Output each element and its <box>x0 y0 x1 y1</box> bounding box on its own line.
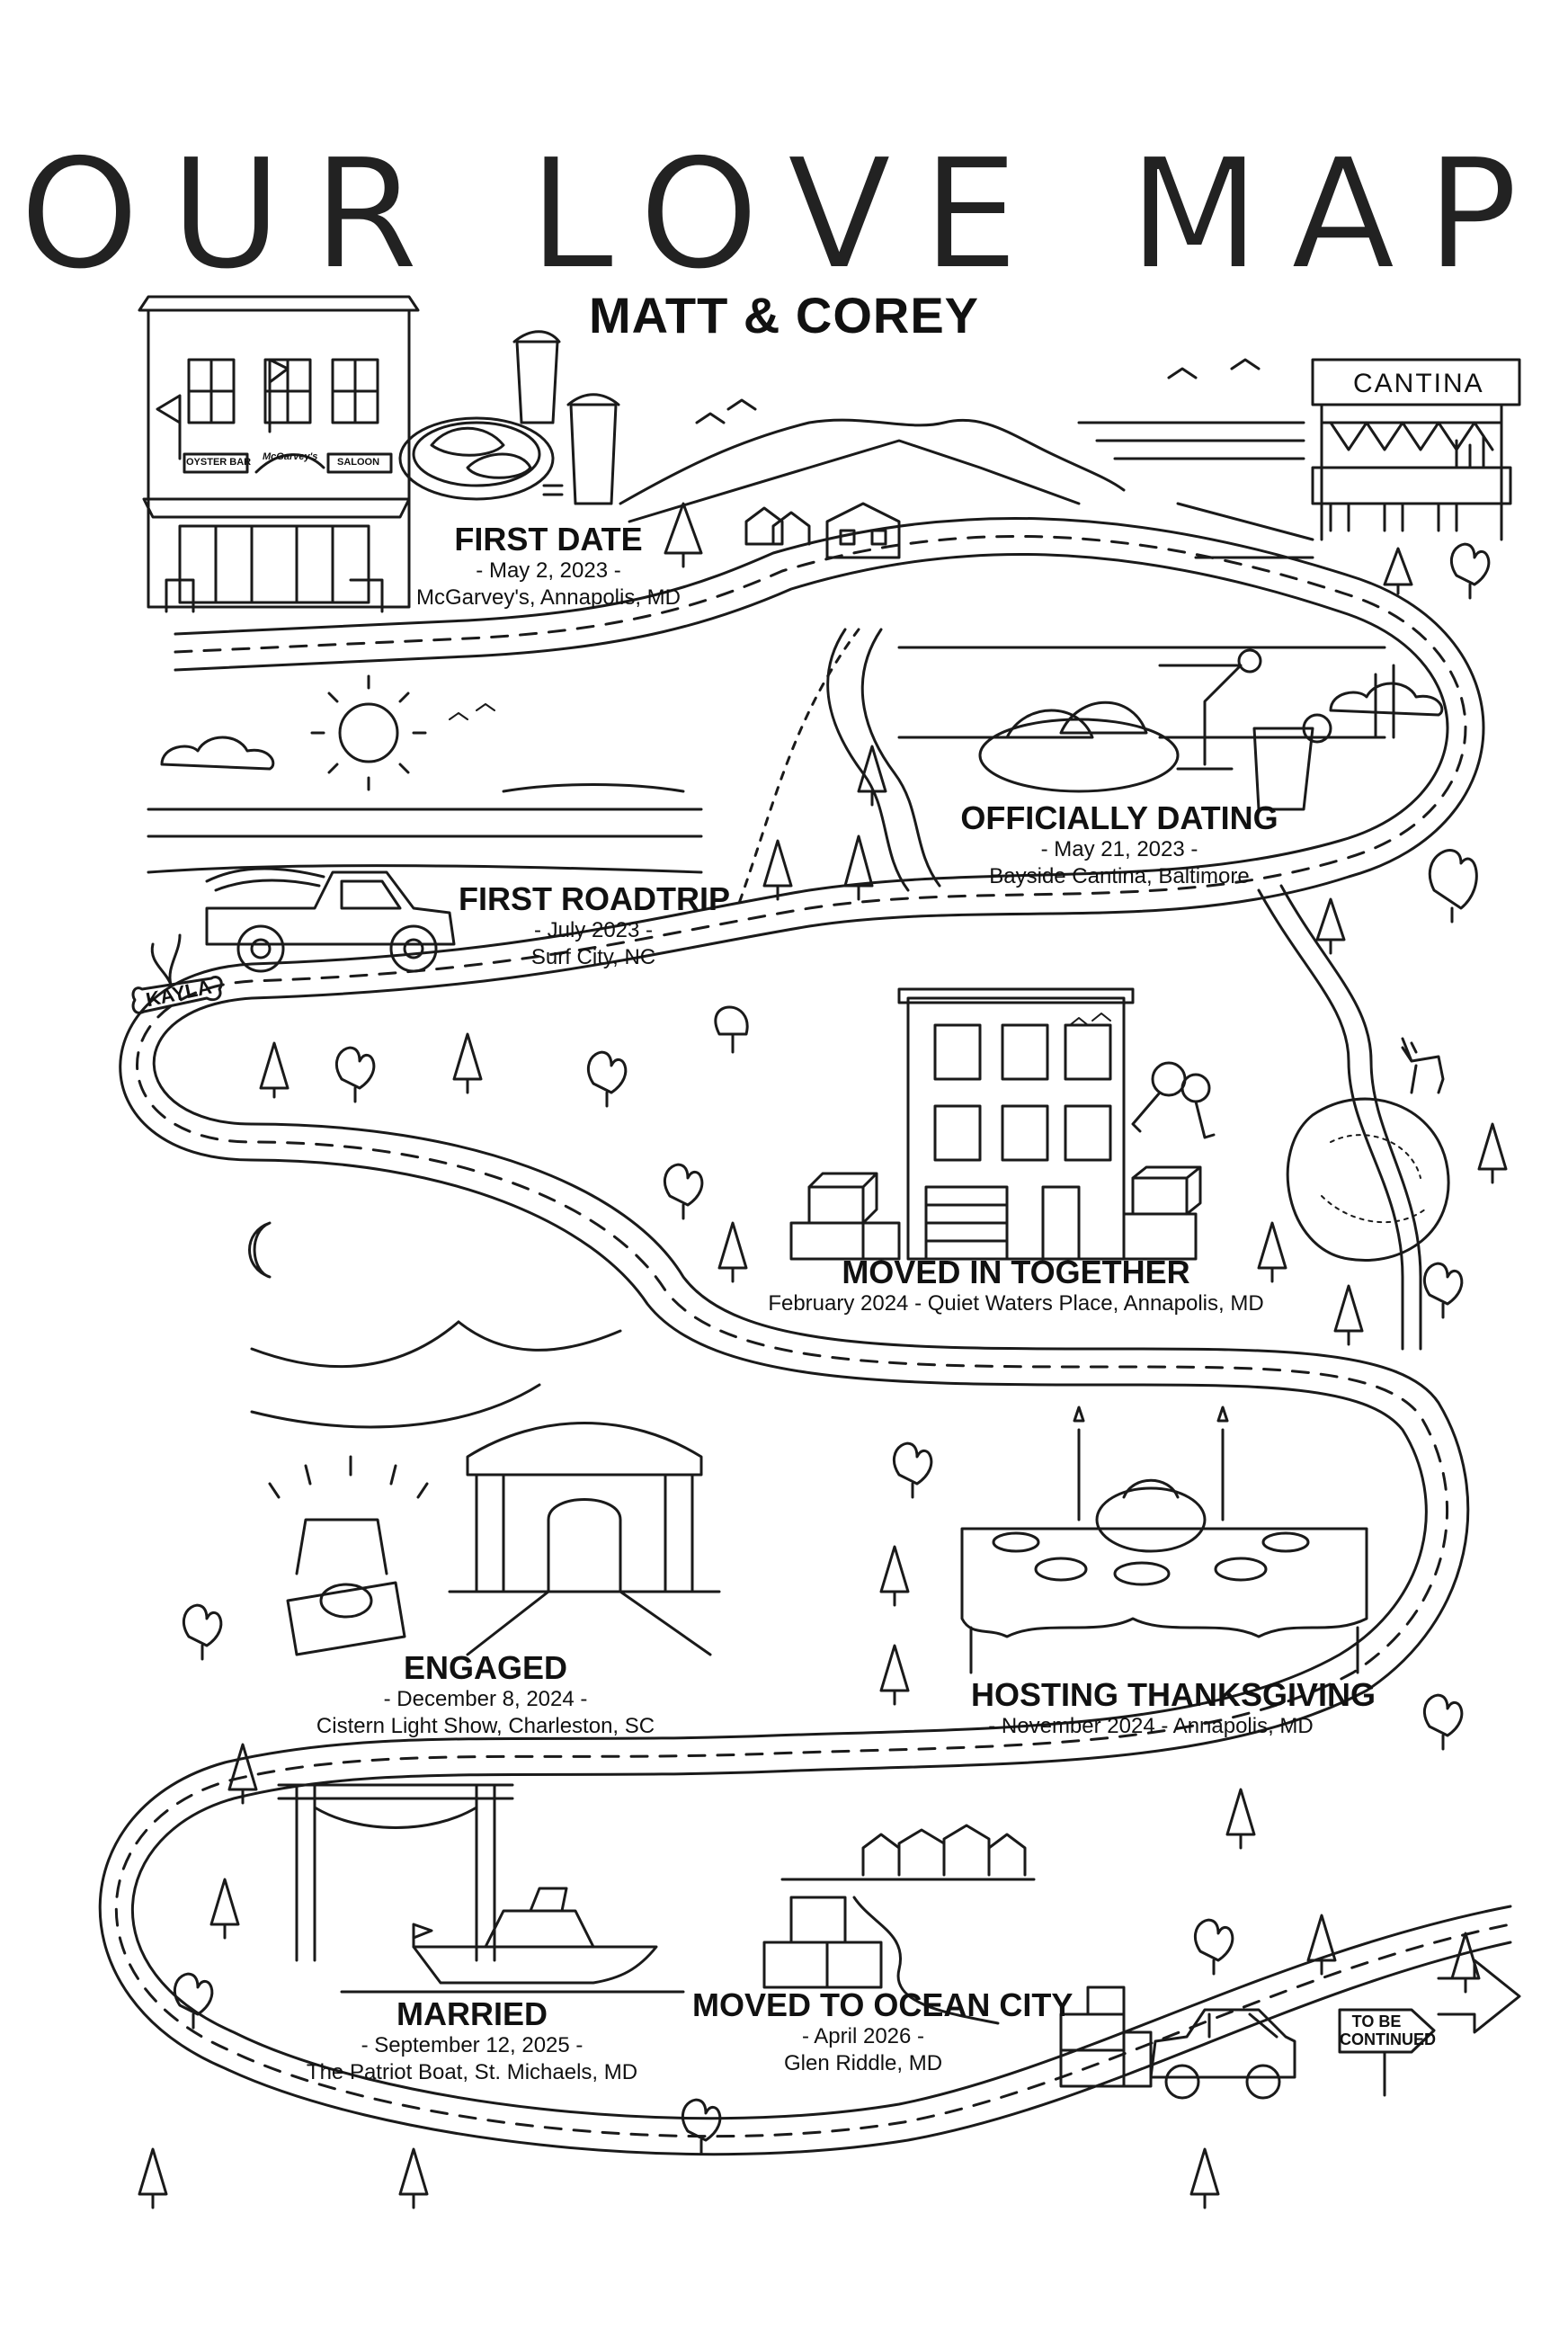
tacos-and-drinks-illustration <box>897 646 1395 811</box>
rotunda-illustration <box>448 1422 721 1656</box>
milestone-date: - September 12, 2025 - <box>361 2033 584 2057</box>
milestone-hosting-thanksgiving: HOSTING THANKSGIVING - November 2024 - A… <box>971 1676 1376 1740</box>
townhouse-illustration <box>897 987 1135 1261</box>
moon-icon <box>248 1221 272 1279</box>
milestone-heading: OFFICIALLY DATING <box>960 799 1278 836</box>
mountains-and-houses <box>619 358 1261 559</box>
milestone-place: Surf City, NC <box>530 945 656 969</box>
milestone-date: - May 2, 2023 - <box>476 558 621 583</box>
to-be-continued-sign: TO BE CONTINUED <box>1340 2012 1436 2048</box>
ocean-city-houses <box>780 1824 1036 2025</box>
cantina-illustration <box>1077 358 1521 559</box>
milestone-place: Glen Riddle, MD <box>783 2051 943 2075</box>
thanksgiving-table-illustration <box>960 1405 1368 1674</box>
ocean-city-boxes <box>762 1896 883 1989</box>
milestone-date: - December 8, 2024 - <box>383 1687 588 1711</box>
mcgarveys-sign: McGarvey's <box>263 451 318 462</box>
milestone-heading: FIRST DATE <box>454 521 643 558</box>
car-illustration <box>1149 2008 1296 2100</box>
milestone-heading: FIRST ROADTRIP <box>459 880 730 917</box>
milestone-date: - April 2026 - <box>801 2024 925 2048</box>
milestone-date: - July 2023 - <box>533 918 654 942</box>
beach-scene <box>147 783 703 874</box>
trees <box>138 502 1508 2209</box>
milestone-heading: MARRIED <box>396 1995 548 2032</box>
milestone-officially-dating: OFFICIALLY DATING - May 21, 2023 - Baysi… <box>940 800 1299 890</box>
clouds <box>160 682 1444 771</box>
milestone-moved-in-together: MOVED IN TOGETHER February 2024 - Quiet … <box>755 1254 1277 1317</box>
milestone-moved-to-ocean-city: MOVED TO OCEAN CITY - April 2026 - Glen … <box>692 1986 1074 2077</box>
mcgarveys-building-illustration <box>138 295 420 613</box>
deer-illustration <box>1401 1037 1445 1094</box>
dog-tag-illustration <box>131 933 223 1014</box>
milestone-place: Cistern Light Show, Charleston, SC <box>316 1714 655 1738</box>
milestone-place: McGarvey's, Annapolis, MD <box>415 585 681 610</box>
food-and-beer-illustration <box>398 330 620 505</box>
sun-illustration <box>310 674 427 791</box>
moving-boxes-right <box>1122 1165 1202 1261</box>
keys-illustration <box>1131 1061 1216 1139</box>
pickup-truck-illustration <box>205 867 456 973</box>
milestone-first-roadtrip: FIRST ROADTRIP - July 2023 - Surf City, … <box>459 880 730 971</box>
birds <box>449 703 1111 1026</box>
oyster-bar-sign: OYSTER BAR <box>186 457 252 468</box>
wedding-arch-illustration <box>277 1783 514 1962</box>
page-subtitle: MATT & COREY <box>588 287 980 344</box>
milestone-heading: MOVED IN TOGETHER <box>842 1254 1190 1290</box>
milestone-engaged: ENGAGED - December 8, 2024 - Cistern Lig… <box>297 1650 674 1740</box>
page-title: OUR LOVE MAP <box>18 125 1549 305</box>
milestone-place: - November 2024 - Annapolis, MD <box>988 1714 1314 1738</box>
string-lights <box>250 1320 622 1429</box>
winding-road <box>98 516 1521 2156</box>
milestone-first-date: FIRST DATE - May 2, 2023 - McGarvey's, A… <box>405 522 692 611</box>
moving-boxes-left <box>789 1172 901 1261</box>
milestone-place: Bayside Cantina, Baltimore <box>989 864 1250 888</box>
to-be-continued-sign-illustration <box>1338 2008 1436 2097</box>
milestone-heading: ENGAGED <box>403 1649 568 1686</box>
milestone-married: MARRIED - September 12, 2025 - The Patri… <box>288 1996 656 2086</box>
milestone-place: The Patriot Boat, St. Michaels, MD <box>306 2060 638 2084</box>
saloon-sign: SALOON <box>337 457 380 468</box>
ring-box-illustration <box>268 1455 429 1656</box>
cantina-sign: CANTINA <box>1353 369 1484 398</box>
lake <box>1286 1097 1450 1262</box>
milestone-heading: MOVED TO OCEAN CITY <box>692 1986 1074 2023</box>
milestone-heading: HOSTING THANKSGIVING <box>971 1676 1376 1713</box>
milestone-date: - May 21, 2023 - <box>1040 837 1198 861</box>
boat-illustration <box>340 1887 685 1994</box>
milestone-place: February 2024 - Quiet Waters Place, Anna… <box>768 1291 1264 1316</box>
car-boxes <box>1059 1986 1153 2088</box>
